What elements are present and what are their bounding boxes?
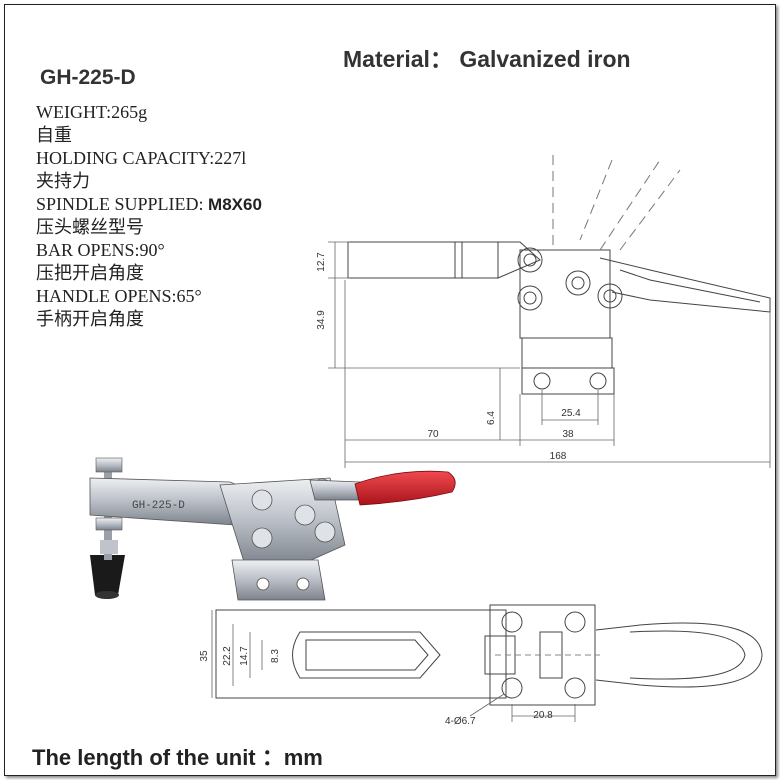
material-heading: Material： Galvanized iron — [343, 46, 631, 72]
spec-spindle-en: SPINDLE SUPPLIED: M8X60 — [36, 194, 262, 215]
spec-handle-en: HANDLE OPENS:65° — [36, 286, 202, 306]
spec-holding-cn: 夹持力 — [36, 171, 90, 191]
model-number: GH-225-D — [40, 66, 136, 89]
spec-spindle-cn: 压头螺丝型号 — [36, 217, 144, 237]
spec-weight-en: WEIGHT:265g — [36, 102, 148, 122]
spec-spindle-label: SPINDLE SUPPLIED: — [36, 194, 209, 214]
spec-bar-cn: 压把开启角度 — [36, 263, 144, 283]
spec-bar-en: BAR OPENS:90° — [36, 240, 165, 260]
spec-weight-cn: 自重 — [36, 125, 72, 145]
spec-handle-cn: 手柄开启角度 — [36, 309, 144, 329]
spec-holding-en: HOLDING CAPACITY:227l — [36, 148, 247, 168]
units-note: The length of the unit ：mm — [32, 745, 323, 770]
spec-spindle-value: M8X60 — [208, 195, 262, 214]
